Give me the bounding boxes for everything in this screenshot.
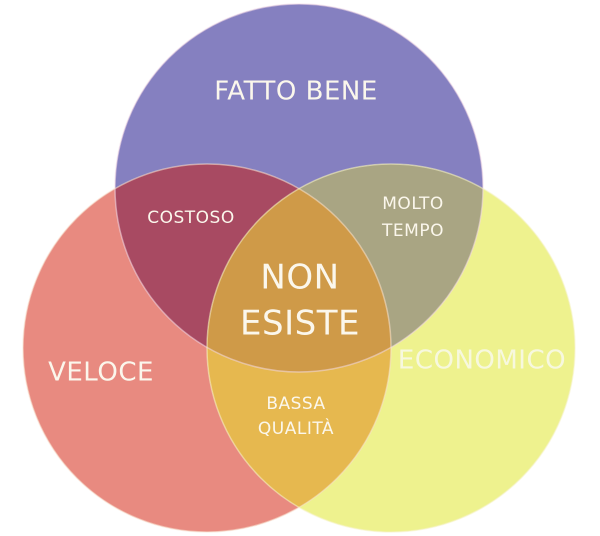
label-tempo: TEMPO (381, 221, 444, 241)
label-qualita: QUALITÀ (258, 417, 334, 439)
label-fatto-bene: FATTO BENE (214, 77, 378, 107)
label-esiste: ESISTE (240, 304, 360, 344)
label-bassa: BASSA (266, 394, 325, 414)
label-economico: ECONOMICO (398, 346, 566, 376)
label-veloce: VELOCE (48, 358, 154, 388)
region-non-esiste (207, 164, 391, 372)
outline-left (22, 163, 392, 533)
label-costoso: COSTOSO (147, 208, 234, 228)
outline-right (206, 163, 576, 533)
label-molto: MOLTO (382, 194, 443, 214)
label-non: NON (260, 258, 339, 298)
